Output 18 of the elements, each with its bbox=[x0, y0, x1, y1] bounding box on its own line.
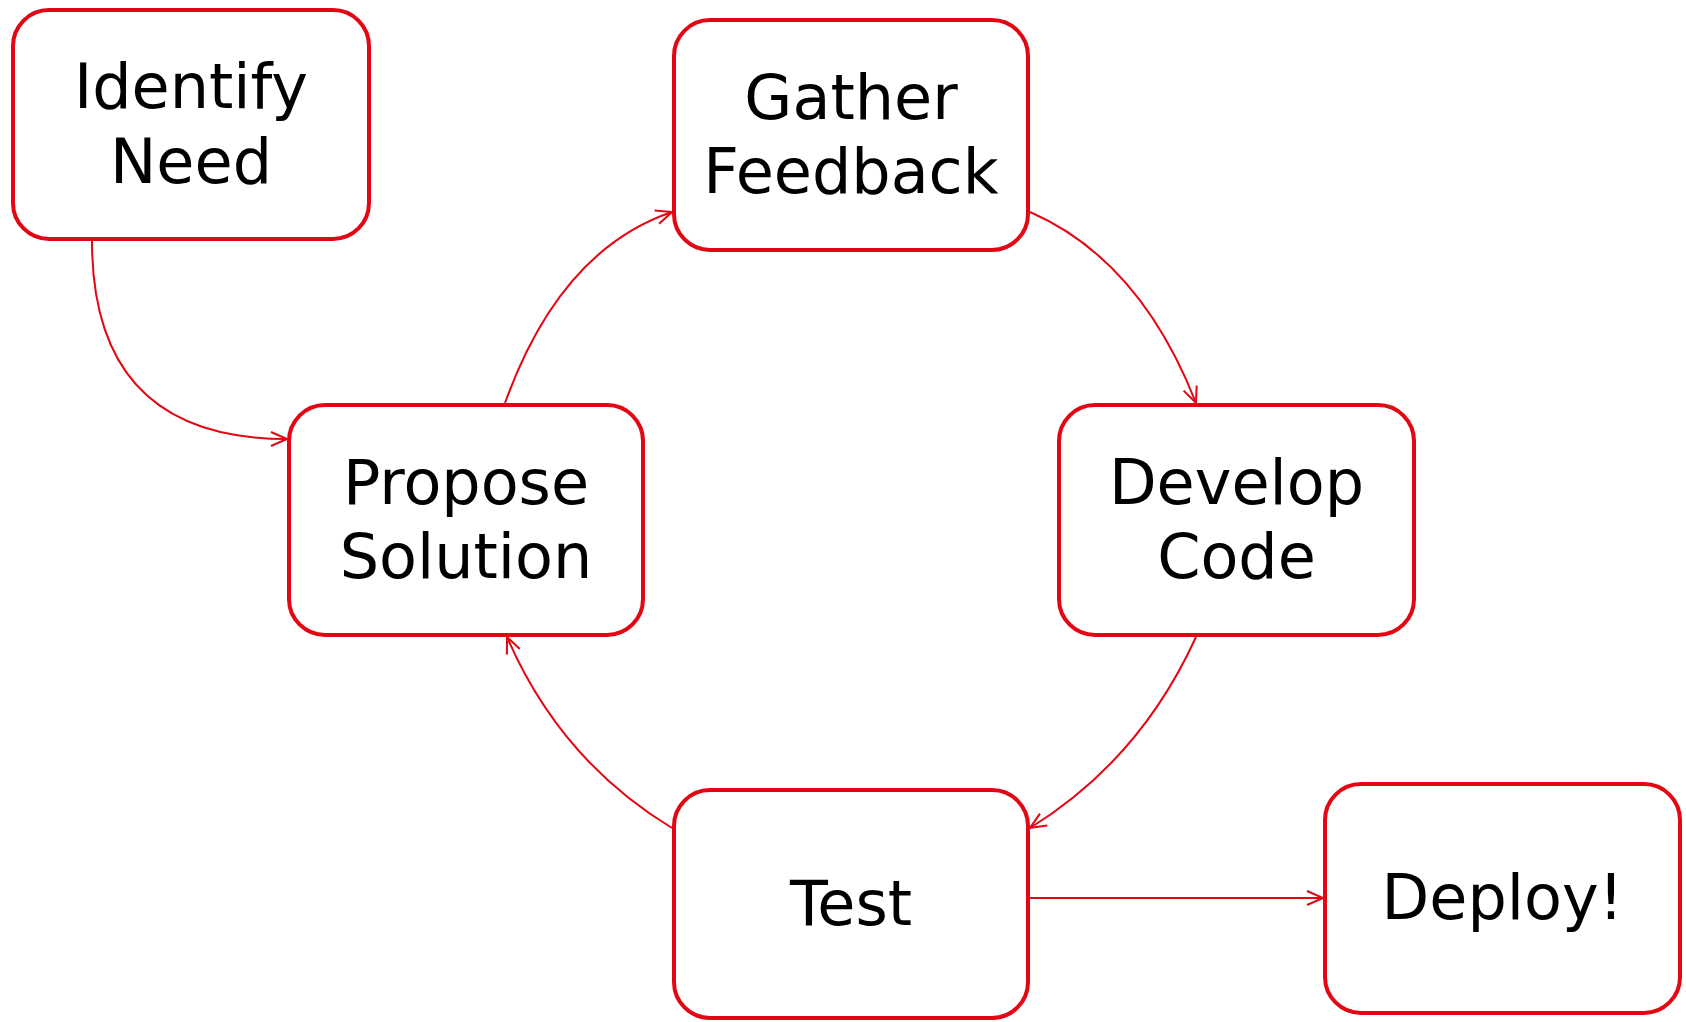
arrow bbox=[1029, 636, 1197, 829]
arrow bbox=[504, 210, 673, 404]
process-box bbox=[672, 788, 1030, 1020]
box-label: Deploy! bbox=[1381, 861, 1624, 936]
arrow bbox=[1029, 211, 1198, 404]
box-label: Test bbox=[789, 866, 913, 942]
process-box bbox=[11, 8, 371, 241]
arrow bbox=[91, 240, 288, 447]
box-label: Gather Feedback bbox=[702, 60, 1000, 210]
box-label: Develop Code bbox=[1107, 445, 1366, 595]
process-box bbox=[287, 403, 645, 637]
arrow bbox=[506, 636, 673, 829]
arrow bbox=[1029, 890, 1324, 906]
box-label: Propose Solution bbox=[338, 445, 594, 595]
box-label: Identify Need bbox=[72, 50, 309, 199]
process-box bbox=[1323, 782, 1682, 1015]
process-box bbox=[672, 18, 1030, 252]
process-box bbox=[1057, 403, 1416, 637]
